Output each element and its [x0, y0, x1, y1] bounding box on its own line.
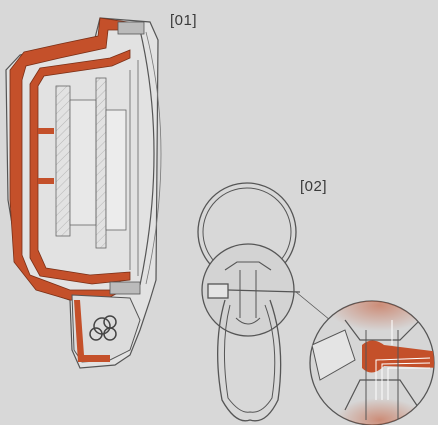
highlight-inner-wall [29, 49, 131, 285]
zoom-detail [309, 300, 435, 425]
rib-lower [38, 178, 54, 184]
inner-block-1 [55, 85, 71, 237]
clip-legs [217, 299, 282, 422]
lower-foot [71, 294, 141, 363]
clip-diagram [197, 182, 331, 422]
part-01-label: [01] [170, 12, 198, 29]
bottom-clip [109, 281, 141, 295]
top-clip [117, 21, 145, 35]
inner-block-2 [69, 99, 97, 226]
flow-arrows [375, 320, 431, 400]
housing-cross-section [5, 17, 162, 369]
cable-coil [89, 315, 117, 341]
front-lens [139, 29, 155, 286]
inner-block-3 [95, 77, 107, 249]
rib-upper [38, 128, 54, 134]
inner-block-4 [105, 109, 127, 231]
part-02-label: [02] [300, 178, 328, 195]
